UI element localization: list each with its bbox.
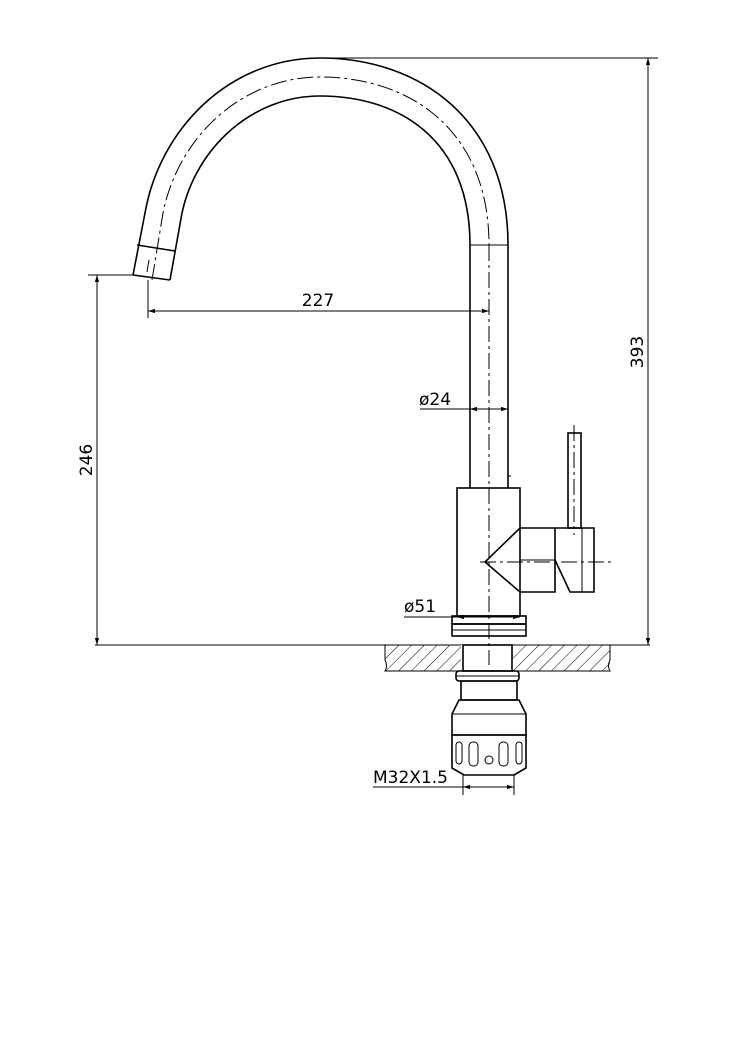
dimension-thread: M32X1.5 <box>373 768 515 795</box>
dimension-tube-diameter: ø24 <box>419 390 508 412</box>
dimension-spout-reach: 227 <box>147 280 489 318</box>
base-diameter-label: ø51 <box>404 597 436 617</box>
mounting-shank <box>451 644 527 776</box>
counter-top <box>95 644 650 672</box>
spout-height-label: 246 <box>77 444 97 476</box>
dimension-total-height: 393 <box>320 57 658 645</box>
lever-handle <box>480 425 615 593</box>
spout-reach-label: 227 <box>302 291 334 311</box>
dimension-spout-height: 246 <box>77 274 133 645</box>
thread-label: M32X1.5 <box>373 768 448 788</box>
spout <box>132 57 509 488</box>
tube-diameter-label: ø24 <box>419 390 451 410</box>
dimension-base-diameter: ø51 <box>404 597 520 620</box>
total-height-label: 393 <box>628 336 648 368</box>
